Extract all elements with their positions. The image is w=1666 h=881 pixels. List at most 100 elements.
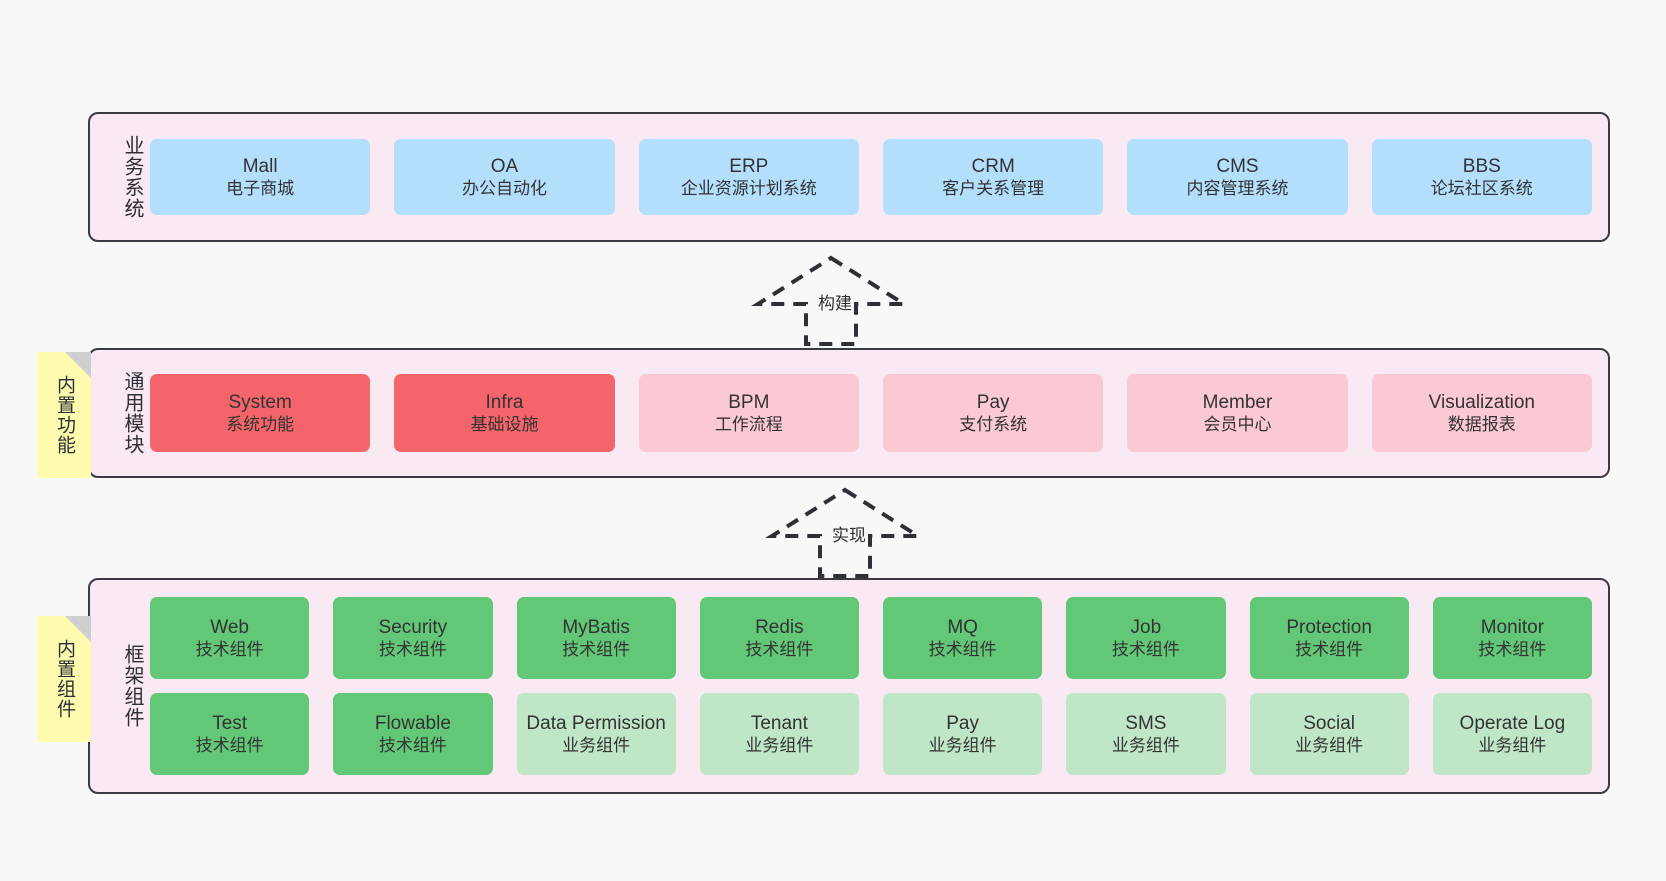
card-title: Test: [212, 712, 248, 734]
card-title: Redis: [755, 616, 804, 638]
card-subtitle: 技术组件: [378, 736, 447, 756]
arrow-implement: 实现: [765, 487, 925, 578]
note-builtin-component: 内置组件: [37, 616, 91, 742]
card-subtitle: 技术组件: [1111, 640, 1180, 660]
card-operate-log[interactable]: Operate Log 业务组件: [1432, 693, 1592, 775]
layer-framework-cards: Web 技术组件 Security 技术组件 MyBatis 技术组件 Redi…: [144, 580, 1608, 792]
card-subtitle: 工作流程: [714, 415, 783, 435]
card-subtitle: 会员中心: [1203, 415, 1272, 435]
arrow-build-label: 构建: [818, 294, 852, 313]
card-pay[interactable]: Pay 支付系统: [882, 374, 1104, 452]
card-flowable[interactable]: Flowable 技术组件: [333, 693, 493, 775]
card-subtitle: 技术组件: [378, 640, 447, 660]
card-title: Flowable: [374, 712, 451, 734]
card-title: Operate Log: [1459, 712, 1566, 734]
card-subtitle: 论坛社区系统: [1430, 179, 1533, 199]
card-row: System 系统功能 Infra 基础设施 BPM 工作流程 Pay 支付系统…: [150, 374, 1592, 452]
layer-title-common-modules: 通用模块: [121, 371, 143, 455]
card-subtitle: 办公自动化: [461, 179, 547, 199]
card-subtitle: 系统功能: [226, 415, 295, 435]
card-subtitle: 数据报表: [1447, 415, 1516, 435]
card-title: BPM: [728, 391, 770, 413]
card-sms[interactable]: SMS 业务组件: [1066, 693, 1226, 775]
card-title: OA: [490, 155, 519, 177]
note-label: 内置组件: [54, 639, 75, 719]
card-title: MyBatis: [562, 616, 630, 638]
card-oa[interactable]: OA 办公自动化: [394, 139, 615, 215]
card-row: Web 技术组件 Security 技术组件 MyBatis 技术组件 Redi…: [150, 597, 1592, 679]
card-title: Tenant: [750, 712, 808, 734]
layer-title-framework-components: 框架组件: [121, 644, 143, 728]
card-title: Member: [1202, 391, 1273, 413]
card-subtitle: 业务组件: [1478, 736, 1547, 756]
card-title: Visualization: [1428, 391, 1535, 413]
layer-business-cards: Mall 电子商城 OA 办公自动化 ERP 企业资源计划系统 CRM 客户关系…: [144, 114, 1608, 240]
card-title: Protection: [1286, 616, 1372, 638]
card-job[interactable]: Job 技术组件: [1066, 597, 1226, 679]
card-subtitle: 技术组件: [928, 640, 997, 660]
card-tenant[interactable]: Tenant 业务组件: [699, 693, 859, 775]
layer-title-business-system: 业务系统: [121, 135, 143, 219]
card-redis[interactable]: Redis 技术组件: [699, 597, 859, 679]
card-subtitle: 业务组件: [745, 736, 814, 756]
card-row: Mall 电子商城 OA 办公自动化 ERP 企业资源计划系统 CRM 客户关系…: [150, 139, 1592, 215]
card-protection[interactable]: Protection 技术组件: [1249, 597, 1409, 679]
note-label: 内置功能: [54, 375, 75, 455]
card-mybatis[interactable]: MyBatis 技术组件: [516, 597, 676, 679]
layer-common-modules: 通用模块 System 系统功能 Infra 基础设施 BPM 工作流程 Pay…: [88, 348, 1610, 478]
arrow-build-shape: [751, 255, 911, 346]
card-title: Pay: [946, 712, 979, 734]
card-erp[interactable]: ERP 企业资源计划系统: [638, 139, 859, 215]
card-title: Monitor: [1480, 616, 1545, 638]
arrow-build: 构建: [751, 255, 911, 346]
card-crm[interactable]: CRM 客户关系管理: [882, 139, 1104, 215]
card-title: ERP: [729, 155, 769, 177]
card-mq[interactable]: MQ 技术组件: [883, 597, 1043, 679]
card-title: Social: [1303, 712, 1355, 734]
card-subtitle: 基础设施: [470, 415, 539, 435]
card-pay-component[interactable]: Pay 业务组件: [883, 693, 1043, 775]
arrow-implement-shape: [765, 487, 925, 578]
card-infra[interactable]: Infra 基础设施: [394, 374, 615, 452]
arrow-implement-label: 实现: [832, 526, 866, 545]
card-member[interactable]: Member 会员中心: [1127, 374, 1348, 452]
card-title: CRM: [971, 155, 1015, 177]
card-subtitle: 电子商城: [226, 179, 295, 199]
card-subtitle: 业务组件: [1295, 736, 1364, 756]
card-title: BBS: [1462, 155, 1501, 177]
card-mall[interactable]: Mall 电子商城: [150, 139, 371, 215]
card-cms[interactable]: CMS 内容管理系统: [1127, 139, 1348, 215]
card-bbs[interactable]: BBS 论坛社区系统: [1371, 139, 1592, 215]
layer-business-system: 业务系统 Mall 电子商城 OA 办公自动化 ERP 企业资源计划系统 CRM…: [88, 112, 1610, 242]
card-title: Infra: [485, 391, 524, 413]
card-title: CMS: [1216, 155, 1259, 177]
card-subtitle: 客户关系管理: [942, 179, 1045, 199]
card-title: System: [228, 391, 292, 413]
card-subtitle: 技术组件: [1478, 640, 1547, 660]
card-data-permission[interactable]: Data Permission 业务组件: [516, 693, 676, 775]
card-title: Job: [1130, 616, 1162, 638]
layer-modules-cards: System 系统功能 Infra 基础设施 BPM 工作流程 Pay 支付系统…: [144, 350, 1608, 476]
card-test[interactable]: Test 技术组件: [150, 693, 310, 775]
card-subtitle: 支付系统: [959, 415, 1028, 435]
card-title: Security: [378, 616, 448, 638]
card-subtitle: 技术组件: [195, 736, 264, 756]
card-title: Pay: [976, 391, 1010, 413]
card-subtitle: 技术组件: [745, 640, 814, 660]
card-visualization[interactable]: Visualization 数据报表: [1371, 374, 1592, 452]
card-subtitle: 技术组件: [195, 640, 264, 660]
card-subtitle: 业务组件: [562, 736, 631, 756]
card-system[interactable]: System 系统功能: [150, 374, 371, 452]
card-monitor[interactable]: Monitor 技术组件: [1432, 597, 1592, 679]
card-social[interactable]: Social 业务组件: [1249, 693, 1409, 775]
card-subtitle: 业务组件: [928, 736, 997, 756]
card-subtitle: 内容管理系统: [1186, 179, 1289, 199]
card-subtitle: 业务组件: [1111, 736, 1180, 756]
card-title: MQ: [947, 616, 978, 638]
card-security[interactable]: Security 技术组件: [333, 597, 493, 679]
card-subtitle: 企业资源计划系统: [680, 179, 817, 199]
card-bpm[interactable]: BPM 工作流程: [638, 374, 859, 452]
card-web[interactable]: Web 技术组件: [150, 597, 310, 679]
card-title: Mall: [242, 155, 278, 177]
